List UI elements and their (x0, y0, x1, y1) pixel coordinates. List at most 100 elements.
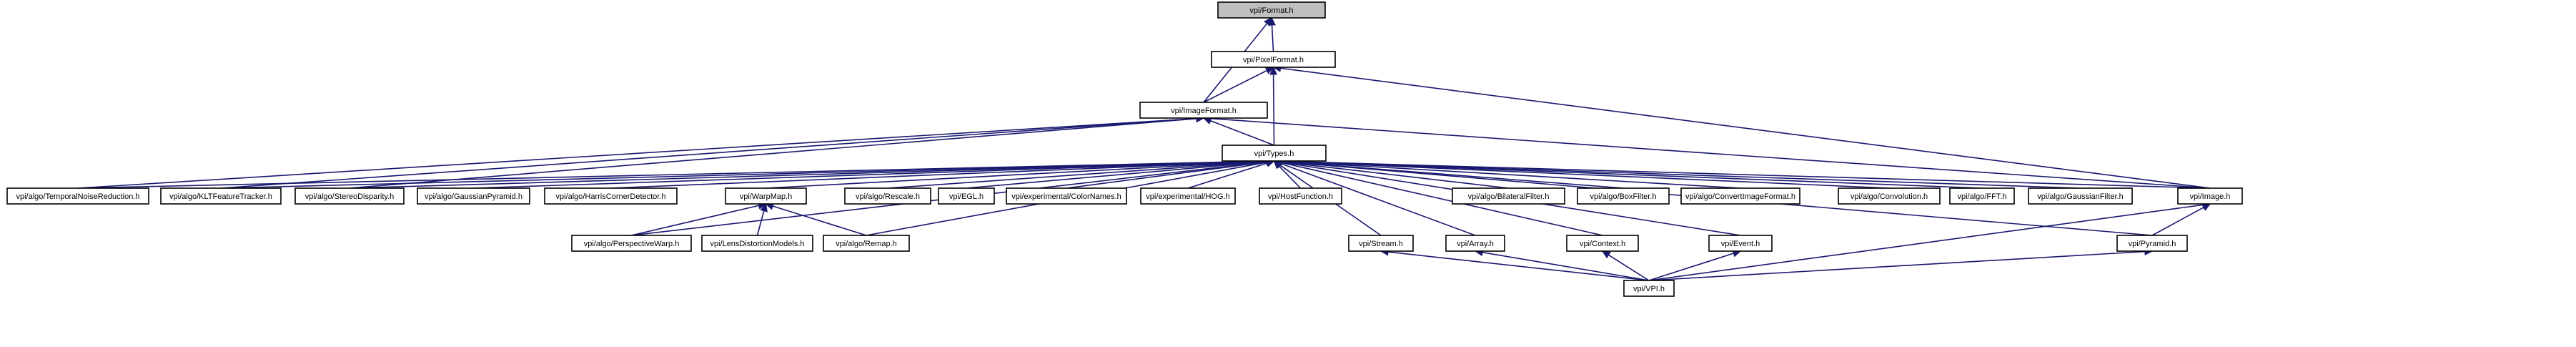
edge-line (1648, 253, 1734, 281)
node-temporal[interactable]: vpi/algo/TemporalNoiseReduction.h (6, 187, 149, 205)
edge-arrowhead (1264, 16, 1272, 26)
node-remap[interactable]: vpi/algo/Remap.h (823, 235, 910, 252)
edge-line (1271, 24, 1274, 52)
edge-line (349, 118, 1197, 189)
node-gaussianfilter[interactable]: vpi/algo/GaussianFilter.h (2028, 187, 2133, 205)
node-egl[interactable]: vpi/EGL.h (938, 187, 995, 205)
edge-line (772, 205, 867, 236)
edge-arrowhead (760, 202, 768, 212)
edge-line (1648, 204, 2204, 281)
node-warpmap[interactable]: vpi/WarpMap.h (725, 187, 807, 205)
node-convolution[interactable]: vpi/algo/Convolution.h (1838, 187, 1941, 205)
node-event[interactable]: vpi/Event.h (1708, 235, 1773, 252)
node-label: vpi/Format.h (1249, 6, 1293, 15)
node-array[interactable]: vpi/Array.h (1445, 235, 1505, 252)
node-label: vpi/algo/Convolution.h (1851, 192, 1928, 201)
node-box (1949, 187, 2015, 205)
node-klt[interactable]: vpi/algo/KLTFeatureTracker.h (160, 187, 282, 205)
node-label: vpi/ImageFormat.h (1171, 107, 1237, 115)
node-box (1577, 187, 1670, 205)
node-box (1708, 235, 1773, 252)
edge-line (220, 160, 1267, 189)
node-label: vpi/HostFunction.h (1268, 192, 1333, 201)
node-pixelformat[interactable]: vpi/PixelFormat.h (1211, 51, 1336, 68)
node-box (938, 187, 995, 205)
node-label: vpi/algo/BoxFilter.h (1590, 192, 1657, 201)
node-label: vpi/EGL.h (949, 192, 984, 201)
node-perspective[interactable]: vpi/algo/PerspectiveWarp.h (571, 235, 692, 252)
edge-line (1648, 250, 2146, 281)
node-label: vpi/WarpMap.h (740, 192, 793, 201)
node-image[interactable]: vpi/Image.h (2177, 187, 2243, 205)
node-fft[interactable]: vpi/algo/FFT.h (1949, 187, 2015, 205)
node-colornames[interactable]: vpi/experimental/ColorNames.h (1006, 187, 1127, 205)
node-convertimage[interactable]: vpi/algo/ConvertImageFormat.h (1680, 187, 1800, 205)
node-box (823, 235, 910, 252)
node-box (1217, 1, 1326, 19)
edge-arrowhead (1269, 66, 1278, 75)
edge-line (1482, 251, 1650, 281)
node-box (844, 187, 931, 205)
node-label: vpi/Image.h (2190, 192, 2231, 201)
node-box (1211, 51, 1336, 68)
node-box (160, 187, 282, 205)
node-context[interactable]: vpi/Context.h (1566, 235, 1639, 252)
node-label: vpi/algo/StereoDisparity.h (305, 192, 395, 201)
node-stereo[interactable]: vpi/algo/StereoDisparity.h (294, 187, 405, 205)
node-pyramid[interactable]: vpi/Pyramid.h (2116, 235, 2188, 252)
node-box (1445, 235, 1505, 252)
node-bilateral[interactable]: vpi/algo/BilateralFilter.h (1452, 187, 1565, 205)
node-box (417, 187, 530, 205)
node-box (6, 187, 149, 205)
node-box (1566, 235, 1639, 252)
node-box (1623, 280, 1675, 297)
node-hostfunction[interactable]: vpi/HostFunction.h (1259, 187, 1342, 205)
node-rescale[interactable]: vpi/algo/Rescale.h (844, 187, 931, 205)
node-box (2177, 187, 2243, 205)
edge-line (1187, 162, 1268, 189)
nodes-layer: vpi/Format.h vpi/PixelFormat.h vpi/ImageFo… (6, 1, 2243, 297)
edge-perspective-to-warpmap (631, 202, 767, 236)
edge-line (1281, 161, 1509, 189)
edge-line (631, 205, 759, 236)
node-vpi[interactable]: vpi/VPI.h (1623, 280, 1675, 297)
node-label: vpi/algo/KLTFeatureTracker.h (169, 192, 272, 201)
node-label: vpi/algo/Rescale.h (856, 192, 920, 201)
node-box (1680, 187, 1800, 205)
edge-line (766, 160, 1267, 189)
node-box (1140, 187, 1236, 205)
node-label: vpi/LensDistortionModels.h (710, 240, 804, 248)
node-gaussianpyr[interactable]: vpi/algo/GaussianPyramid.h (417, 187, 530, 205)
edge-line (473, 160, 1267, 189)
edge-line (1281, 160, 1741, 189)
edge-line (1210, 117, 2211, 189)
edge-line (966, 161, 1267, 189)
edge-line (1281, 160, 2211, 189)
node-boxfilter[interactable]: vpi/algo/BoxFilter.h (1577, 187, 1670, 205)
node-box (2116, 235, 2188, 252)
node-label: vpi/algo/TemporalNoiseReduction.h (16, 192, 139, 201)
node-box (294, 187, 405, 205)
node-lensdist[interactable]: vpi/LensDistortionModels.h (701, 235, 813, 252)
node-label: vpi/algo/GaussianPyramid.h (425, 192, 522, 201)
node-types[interactable]: vpi/Types.h (1222, 145, 1327, 162)
node-stream[interactable]: vpi/Stream.h (1348, 235, 1414, 252)
edge-line (2151, 207, 2204, 236)
edge-line (1203, 69, 1267, 103)
node-box (2028, 187, 2133, 205)
edge-line (1210, 119, 1274, 146)
node-label: vpi/experimental/HOG.h (1146, 192, 1229, 201)
node-hog[interactable]: vpi/experimental/HOG.h (1140, 187, 1236, 205)
node-label: vpi/algo/GaussianFilter.h (2037, 192, 2123, 201)
edge-types-to-pixelformat (1269, 66, 1278, 146)
node-imageformat[interactable]: vpi/ImageFormat.h (1139, 102, 1268, 119)
edge-line (1281, 162, 1603, 236)
node-box (725, 187, 807, 205)
node-label: vpi/Types.h (1254, 150, 1294, 158)
edge-harris-to-types (610, 157, 1275, 189)
node-box (1259, 187, 1342, 205)
node-label: vpi/algo/ConvertImageFormat.h (1685, 192, 1795, 201)
node-harris[interactable]: vpi/algo/HarrisCornerDetector.h (544, 187, 678, 205)
edge-line (77, 117, 1197, 189)
edges-layer (77, 16, 2211, 281)
